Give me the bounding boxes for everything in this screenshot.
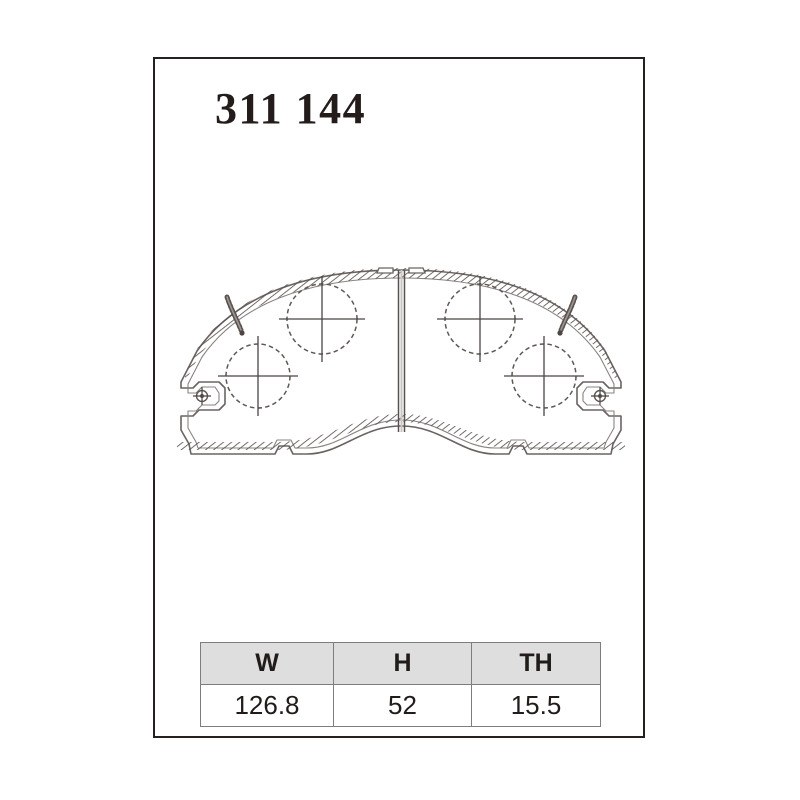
value-width: 126.8	[200, 684, 334, 727]
dimension-table-header-row: W H TH	[200, 642, 601, 685]
value-height: 52	[333, 684, 472, 727]
dashed-circle-lower-right	[504, 336, 584, 416]
dashed-circle-lower-left	[218, 336, 298, 416]
wire-clip-left-tip	[239, 330, 245, 336]
dashed-circle-upper-right	[437, 276, 523, 362]
top-tab-right	[408, 267, 426, 274]
top-tab-left	[376, 267, 394, 274]
wire-clip-left-core	[226, 296, 242, 331]
wire-clip-right-tip	[557, 330, 563, 336]
dashed-circle-upper-left	[279, 276, 365, 362]
pin-hole-markers	[193, 387, 609, 405]
part-number-heading: 311 144	[215, 84, 367, 133]
header-width: W	[200, 642, 334, 685]
wire-clip-hooks	[224, 294, 578, 336]
value-thickness: 15.5	[471, 684, 601, 727]
pin-marker-right	[591, 387, 609, 405]
header-thickness: TH	[471, 642, 601, 685]
wire-clip-right-core	[560, 296, 576, 331]
dimension-table-value-row: 126.8 52 15.5	[200, 684, 601, 727]
drawing-frame: 311 144	[153, 57, 645, 738]
dimension-table: W H TH 126.8 52 15.5	[200, 642, 601, 727]
header-height: H	[333, 642, 472, 685]
top-center-tabs	[376, 267, 426, 274]
pin-marker-left	[193, 387, 211, 405]
center-slot	[397, 270, 406, 432]
brake-pad-svg	[177, 267, 625, 455]
rivet-hole-circles	[218, 276, 584, 416]
brake-pad-drawing	[155, 254, 647, 484]
